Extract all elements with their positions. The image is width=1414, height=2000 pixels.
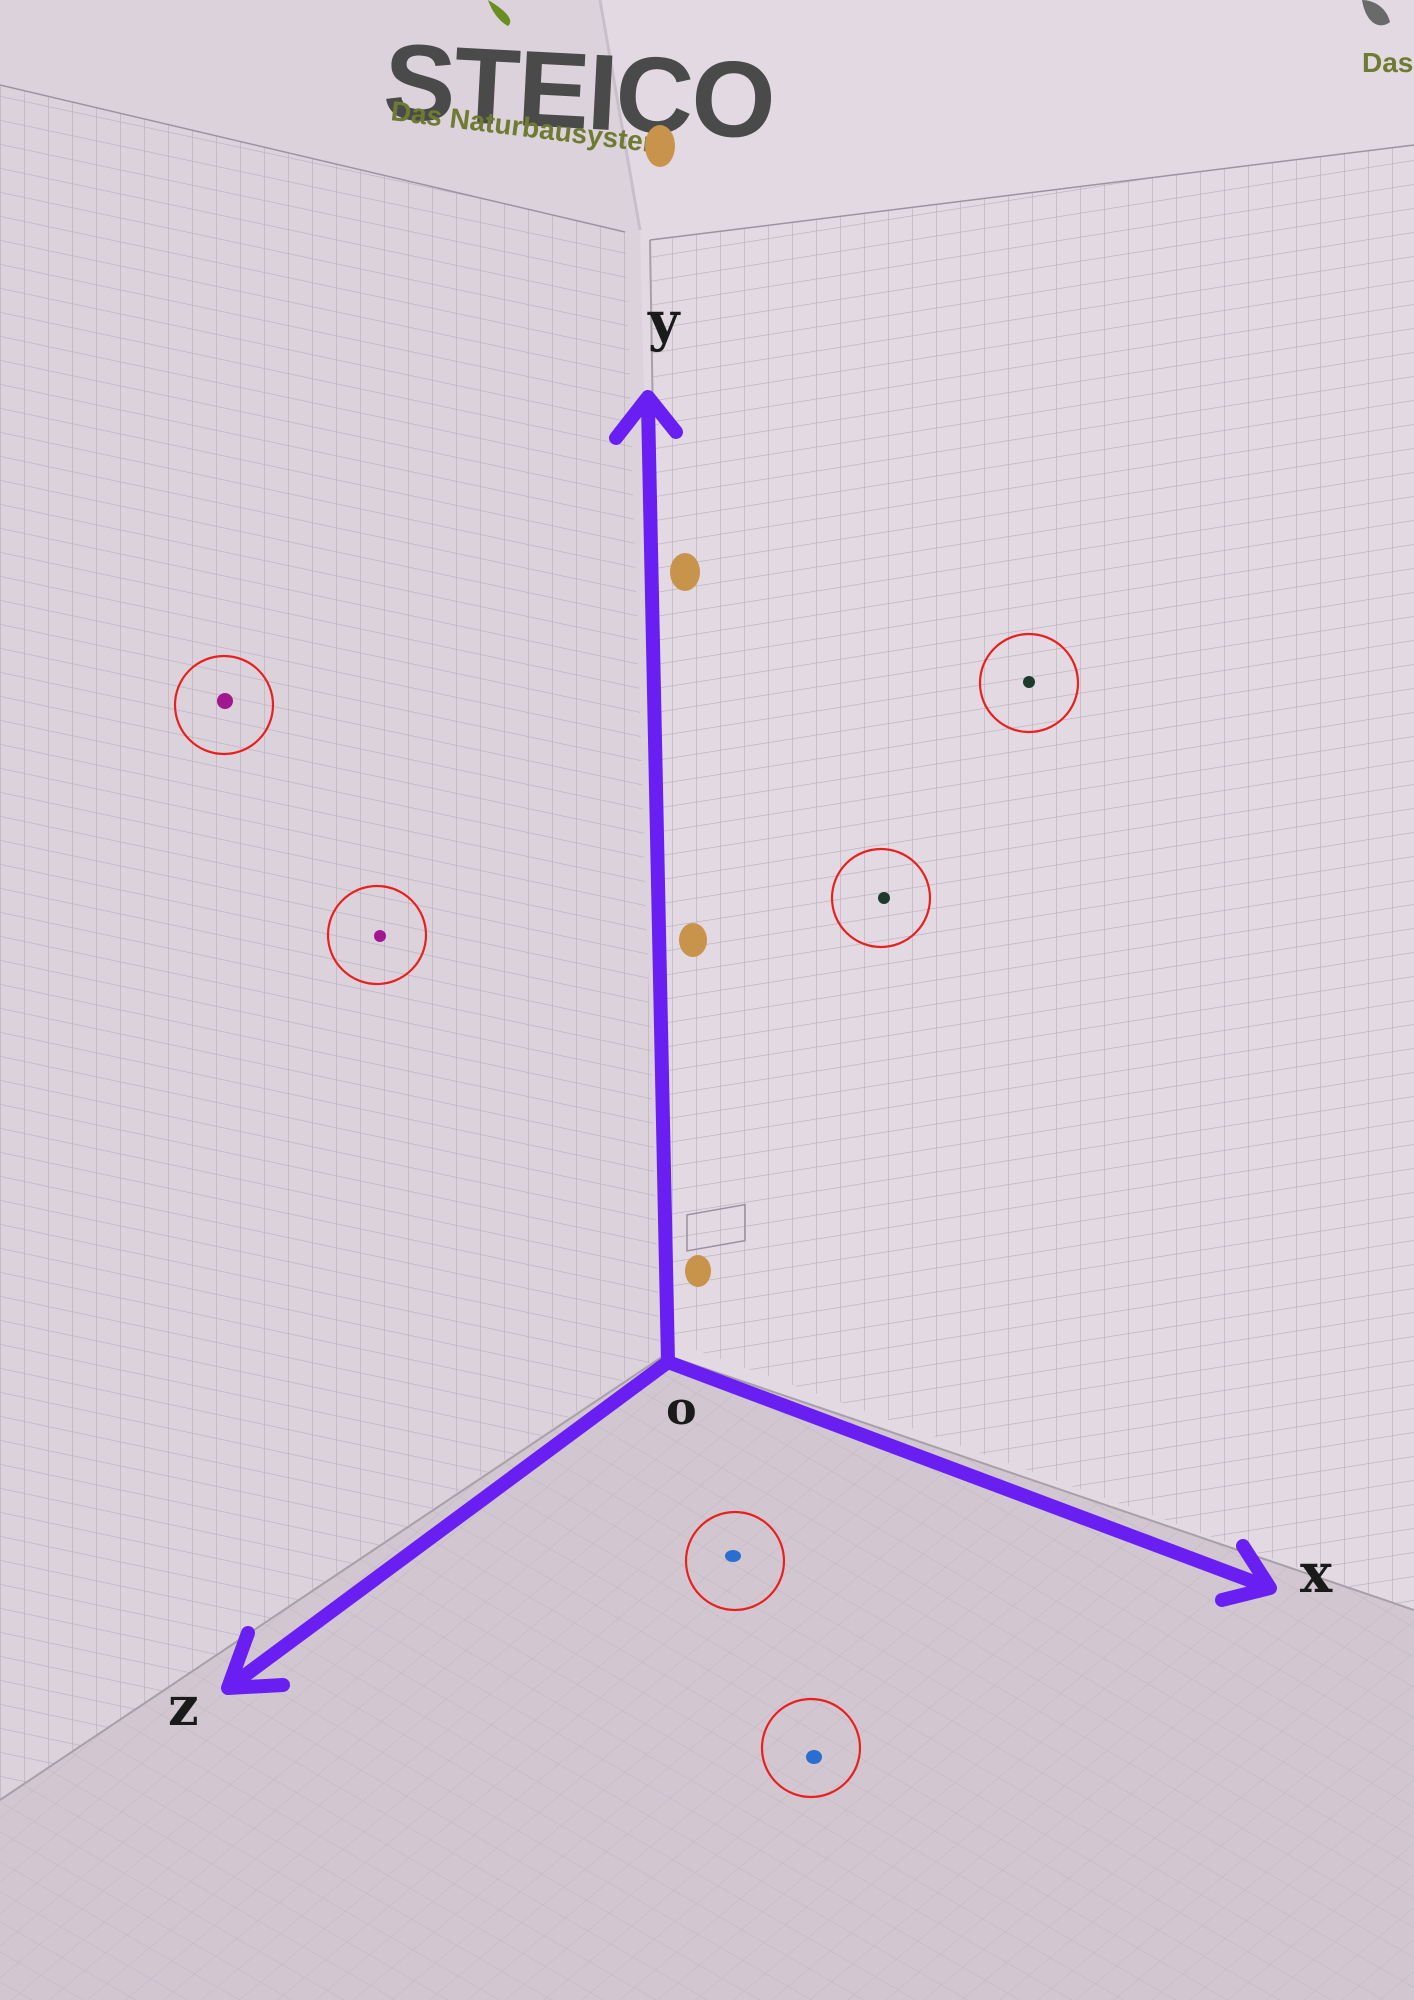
corner-fold (598, 0, 642, 231)
pegs (645, 125, 711, 1287)
z-axis-label: z (168, 1674, 199, 1738)
highlight-circle (173, 654, 275, 756)
peg (670, 553, 700, 591)
steico-logo-cropped: Das (1362, 0, 1413, 78)
peg (679, 923, 707, 957)
peg (685, 1255, 711, 1287)
coordinate-axes (221, 390, 1277, 1695)
logo-fragment-icon (1362, 0, 1390, 26)
origin-label: o (666, 1381, 697, 1435)
point-dot (374, 930, 386, 942)
highlight-circle (830, 847, 932, 949)
point-dot (1023, 676, 1035, 688)
point-dot (878, 892, 890, 904)
x-axis-label: x (1300, 1541, 1333, 1605)
logo-tagline-cropped: Das (1362, 47, 1413, 78)
x-axis-arrowhead (1215, 1539, 1277, 1607)
point-dot (725, 1550, 741, 1562)
x-axis (661, 1355, 1269, 1592)
z-axis (229, 1355, 675, 1689)
highlight-circle (760, 1697, 862, 1799)
floor-points (684, 1510, 862, 1799)
z-axis-arrowhead (221, 1626, 290, 1695)
point-dot (806, 1750, 822, 1764)
y-axis-label: y (647, 289, 681, 353)
y-axis-arrowhead (609, 390, 683, 445)
left-wall (0, 0, 660, 1800)
right-wall (600, 0, 1414, 1610)
highlight-circle (978, 632, 1080, 734)
logo-text: STEICO (381, 20, 777, 161)
y-axis (641, 398, 675, 1369)
point-dot (217, 693, 233, 709)
wall-sticker (686, 1203, 746, 1252)
highlight-circle (326, 884, 428, 986)
right-wall-points (830, 632, 1080, 949)
leaf-icon (488, 0, 511, 26)
left-wall-points (173, 654, 428, 986)
highlight-circle (684, 1510, 786, 1612)
peg (645, 125, 675, 167)
